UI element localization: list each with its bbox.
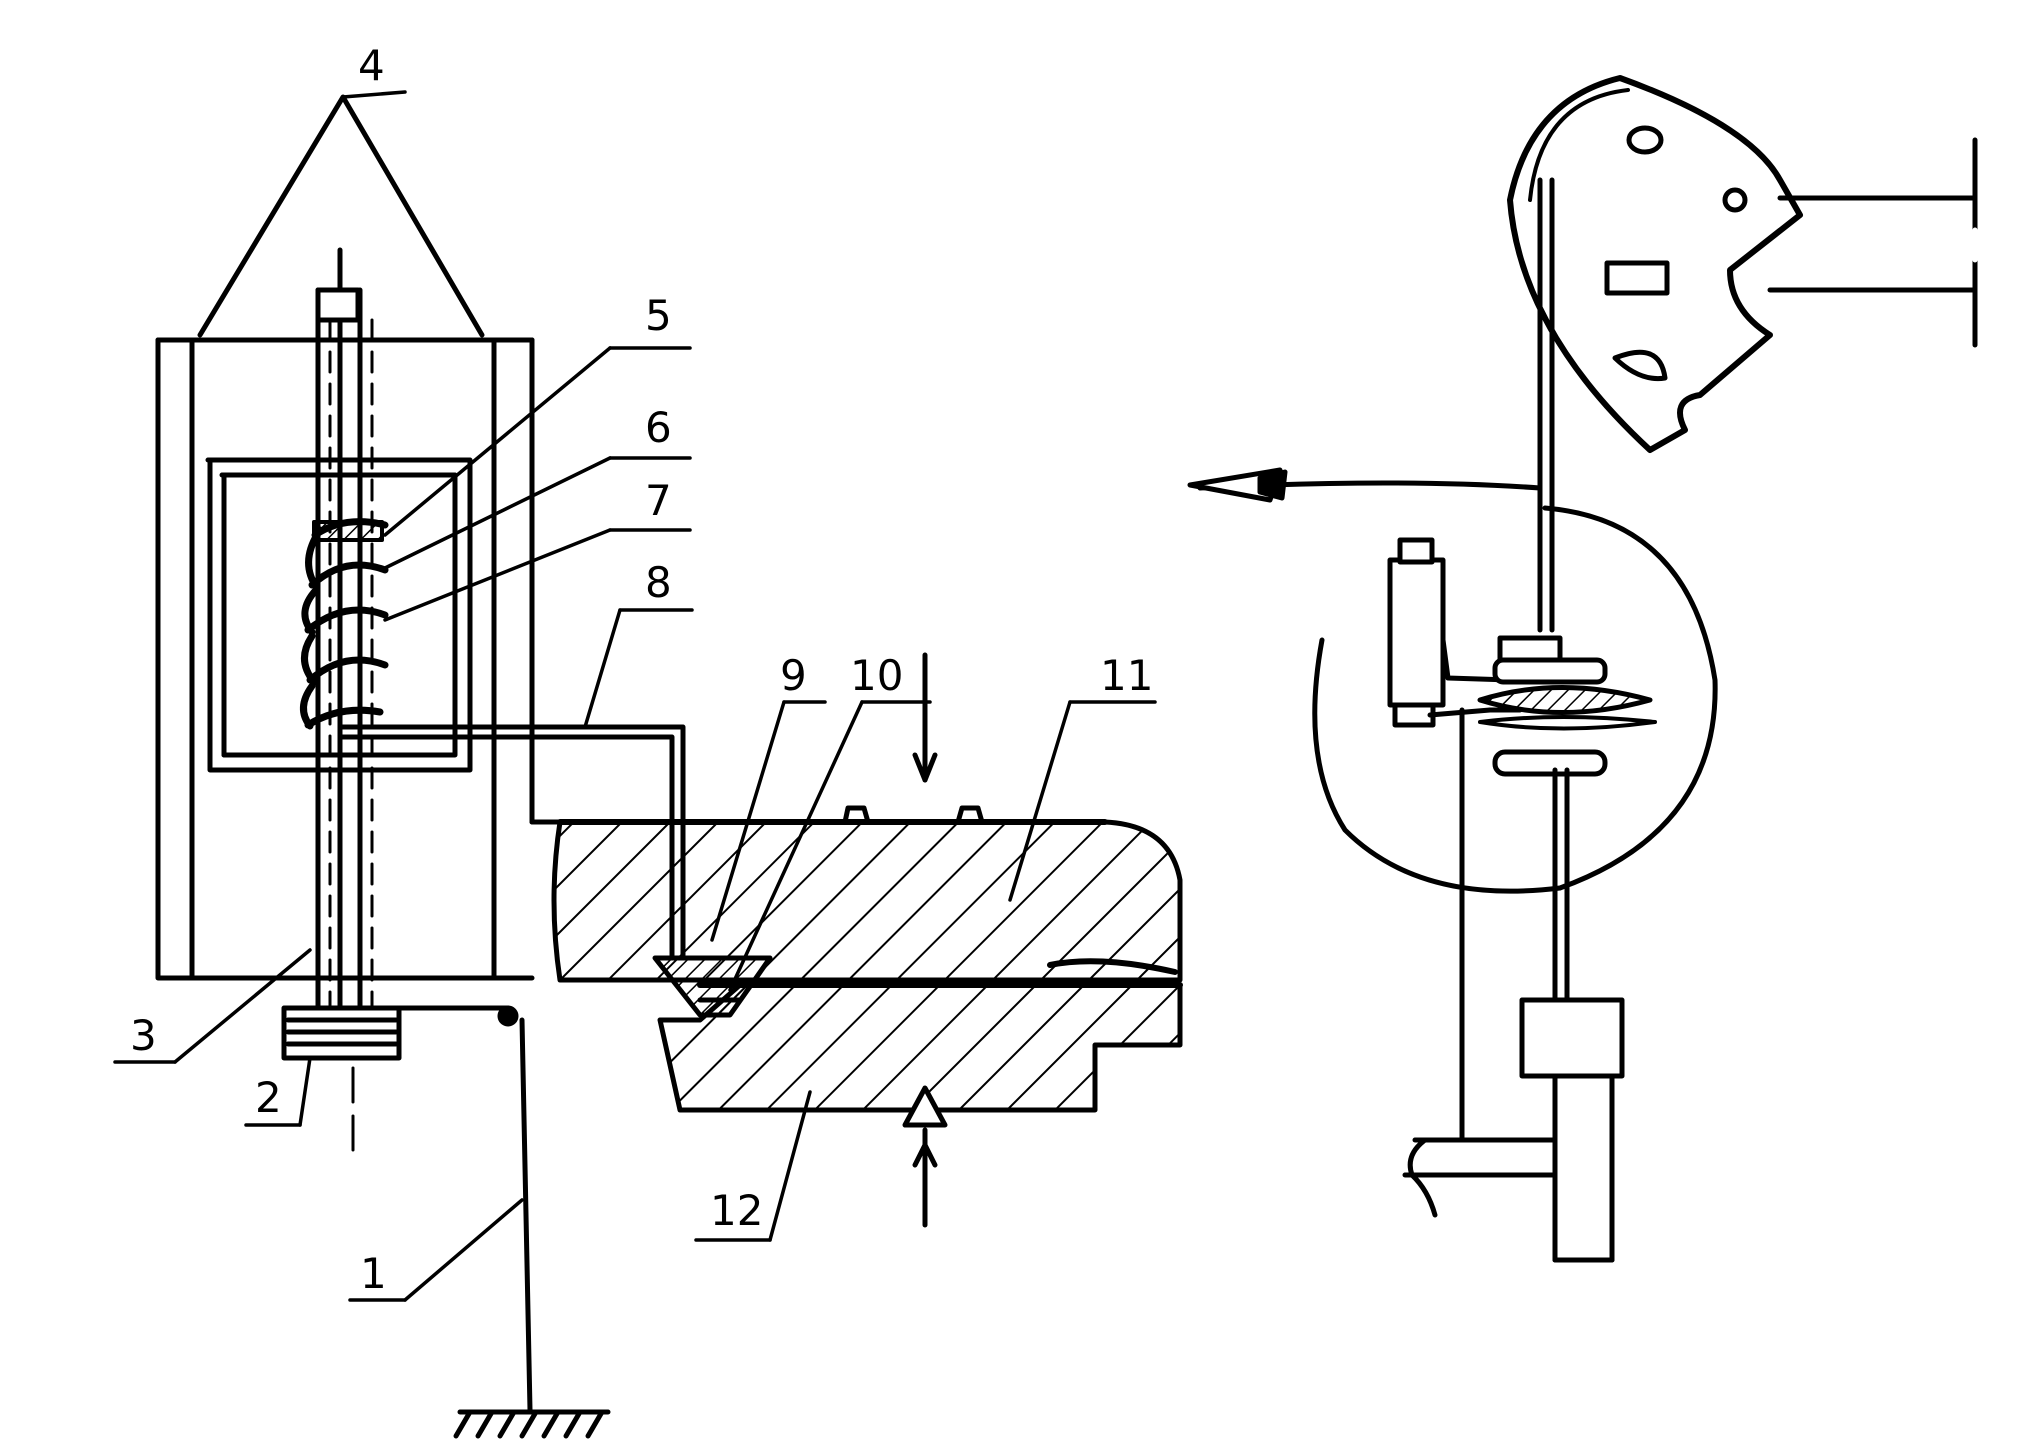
callout-5: 5 xyxy=(645,291,672,340)
force-arrows xyxy=(902,652,948,1228)
callout-2: 2 xyxy=(255,1073,282,1122)
spindle-shaft xyxy=(315,247,374,1162)
base-pipe xyxy=(1402,1137,1558,1218)
output-arrow xyxy=(1187,467,1543,503)
weight-block xyxy=(281,1005,402,1061)
gear-assembly xyxy=(1477,635,1657,777)
callout-11: 11 xyxy=(1100,651,1153,700)
callout-7: 7 xyxy=(645,476,672,525)
scale-dial xyxy=(1312,505,1718,894)
callout-1: 1 xyxy=(360,1249,387,1298)
support-arm xyxy=(1767,137,1978,348)
lower-die xyxy=(657,982,1183,1113)
sector-wheel xyxy=(1507,75,1803,453)
callout-9: 9 xyxy=(780,651,807,700)
pointer-needle xyxy=(1537,177,1555,633)
callout-10: 10 xyxy=(850,651,903,700)
lever-arm xyxy=(396,1005,611,1439)
callout-4: 4 xyxy=(358,41,385,90)
callout-3: 3 xyxy=(130,1011,157,1060)
spring-seat xyxy=(312,520,384,542)
callout-12: 12 xyxy=(710,1186,763,1235)
nozzle xyxy=(652,955,773,1018)
callout-6: 6 xyxy=(645,403,672,452)
upper-die xyxy=(529,805,1183,983)
leader-lines xyxy=(113,90,1157,1302)
vertical-column xyxy=(1459,707,1625,1263)
callout-8: 8 xyxy=(645,558,672,607)
callout-labels: 1 2 3 4 5 6 7 8 9 10 11 12 xyxy=(130,41,1153,1298)
